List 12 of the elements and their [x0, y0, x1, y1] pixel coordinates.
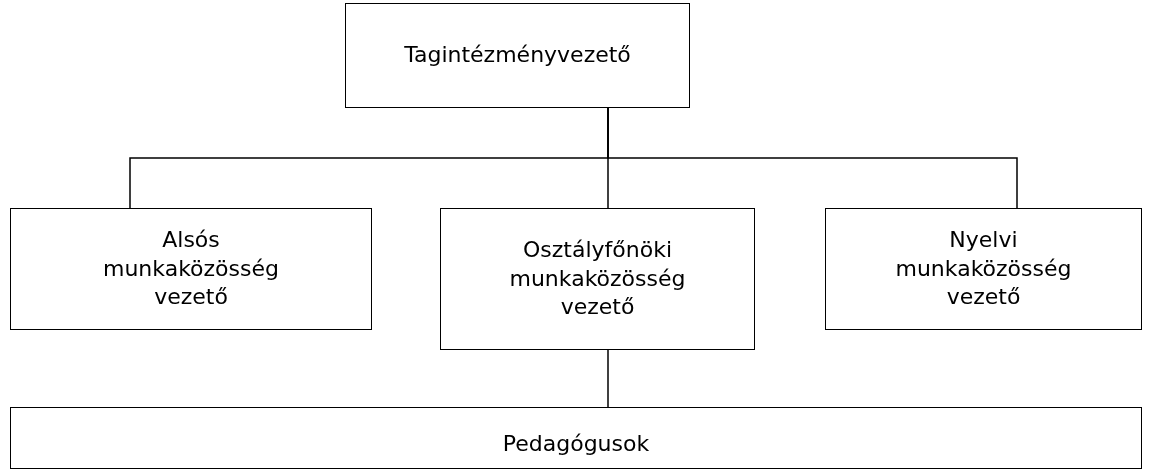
connector-line — [607, 349, 609, 408]
box-label: Osztályfőnöki munkaközösség vezető — [508, 236, 687, 322]
org-box — [345, 3, 690, 108]
box-label: Pedagógusok — [502, 430, 650, 458]
box-label: Nyelvi munkaközösség vezető — [894, 226, 1073, 312]
org-box — [440, 208, 755, 350]
box-label: Alsós munkaközösség vezető — [102, 226, 280, 312]
org-box — [10, 208, 372, 330]
connector-line — [607, 107, 1018, 209]
org-box — [10, 407, 1142, 469]
org-box — [825, 208, 1142, 330]
box-label: Tagintézményvezető — [404, 41, 631, 70]
